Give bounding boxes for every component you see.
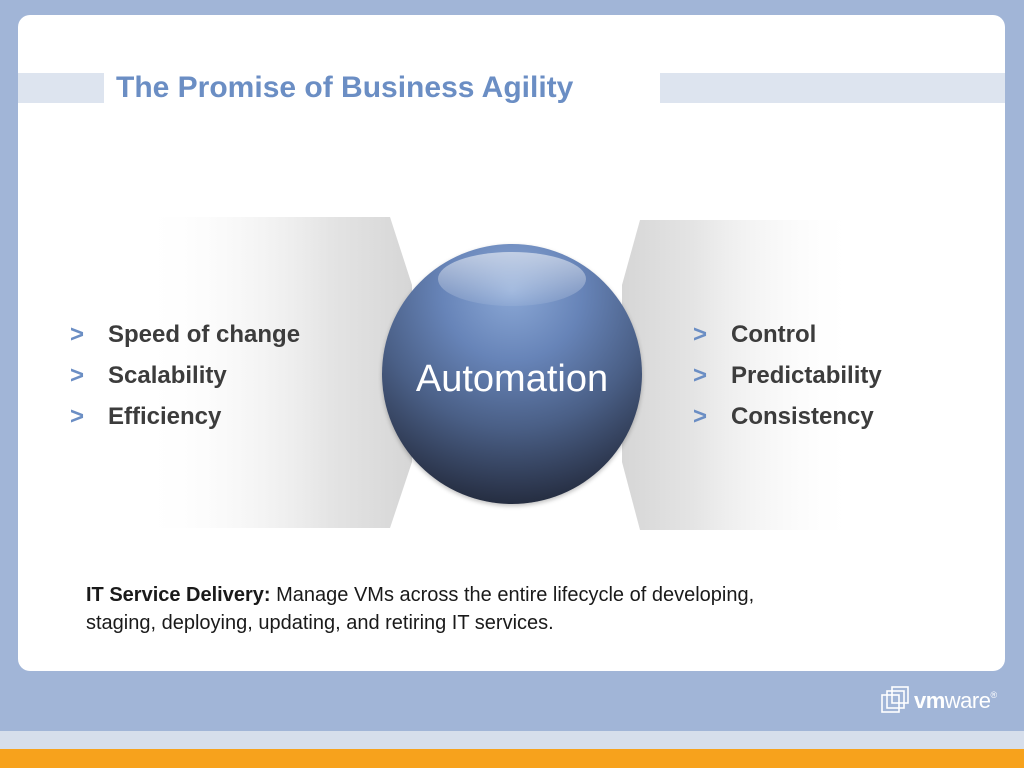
- logo-strong: vm: [914, 688, 945, 713]
- bullet-marker: >: [693, 403, 708, 430]
- footer-strip: [0, 731, 1024, 749]
- logo-rest: ware: [944, 688, 991, 713]
- list-item: > Efficiency: [70, 396, 300, 437]
- list-item: > Predictability: [693, 355, 882, 396]
- bullet-text: Speed of change: [108, 321, 301, 348]
- left-bullet-list: > Speed of change > Scalability > Efficienc…: [70, 314, 300, 437]
- orb-highlight: [438, 252, 586, 306]
- slide-title: The Promise of Business Agility: [116, 71, 574, 104]
- orb-label: Automation: [415, 358, 609, 400]
- left-panel: [140, 217, 412, 528]
- bullet-marker: >: [693, 362, 708, 389]
- right-panel: [622, 220, 858, 530]
- right-bullet-list: > Control > Predictability > Consistency: [693, 314, 882, 437]
- vmware-logo: vmware®: [914, 686, 997, 716]
- caption: IT Service Delivery: Manage VMs across t…: [86, 581, 786, 637]
- list-item: > Control: [693, 314, 882, 355]
- bullet-text: Control: [731, 321, 817, 348]
- list-item: > Scalability: [70, 355, 300, 396]
- caption-body: Manage VMs across the entire lifecycle o…: [86, 584, 755, 634]
- title-band-right: [660, 73, 1005, 103]
- list-item: > Consistency: [693, 396, 882, 437]
- footer-accent-bar: [0, 749, 1024, 768]
- bullet-marker: >: [693, 321, 708, 348]
- caption-lead: IT Service Delivery:: [86, 584, 271, 606]
- vmware-logo-icon: [881, 686, 909, 713]
- bullet-marker: >: [70, 403, 85, 430]
- bullet-marker: >: [70, 321, 85, 348]
- bullet-text: Scalability: [108, 362, 227, 389]
- bullet-text: Efficiency: [108, 403, 222, 430]
- bullet-marker: >: [70, 362, 85, 389]
- logo-mark: ®: [990, 690, 997, 700]
- list-item: > Speed of change: [70, 314, 300, 355]
- title-band-left: [18, 73, 104, 103]
- bullet-text: Predictability: [731, 362, 882, 389]
- bullet-text: Consistency: [731, 403, 874, 430]
